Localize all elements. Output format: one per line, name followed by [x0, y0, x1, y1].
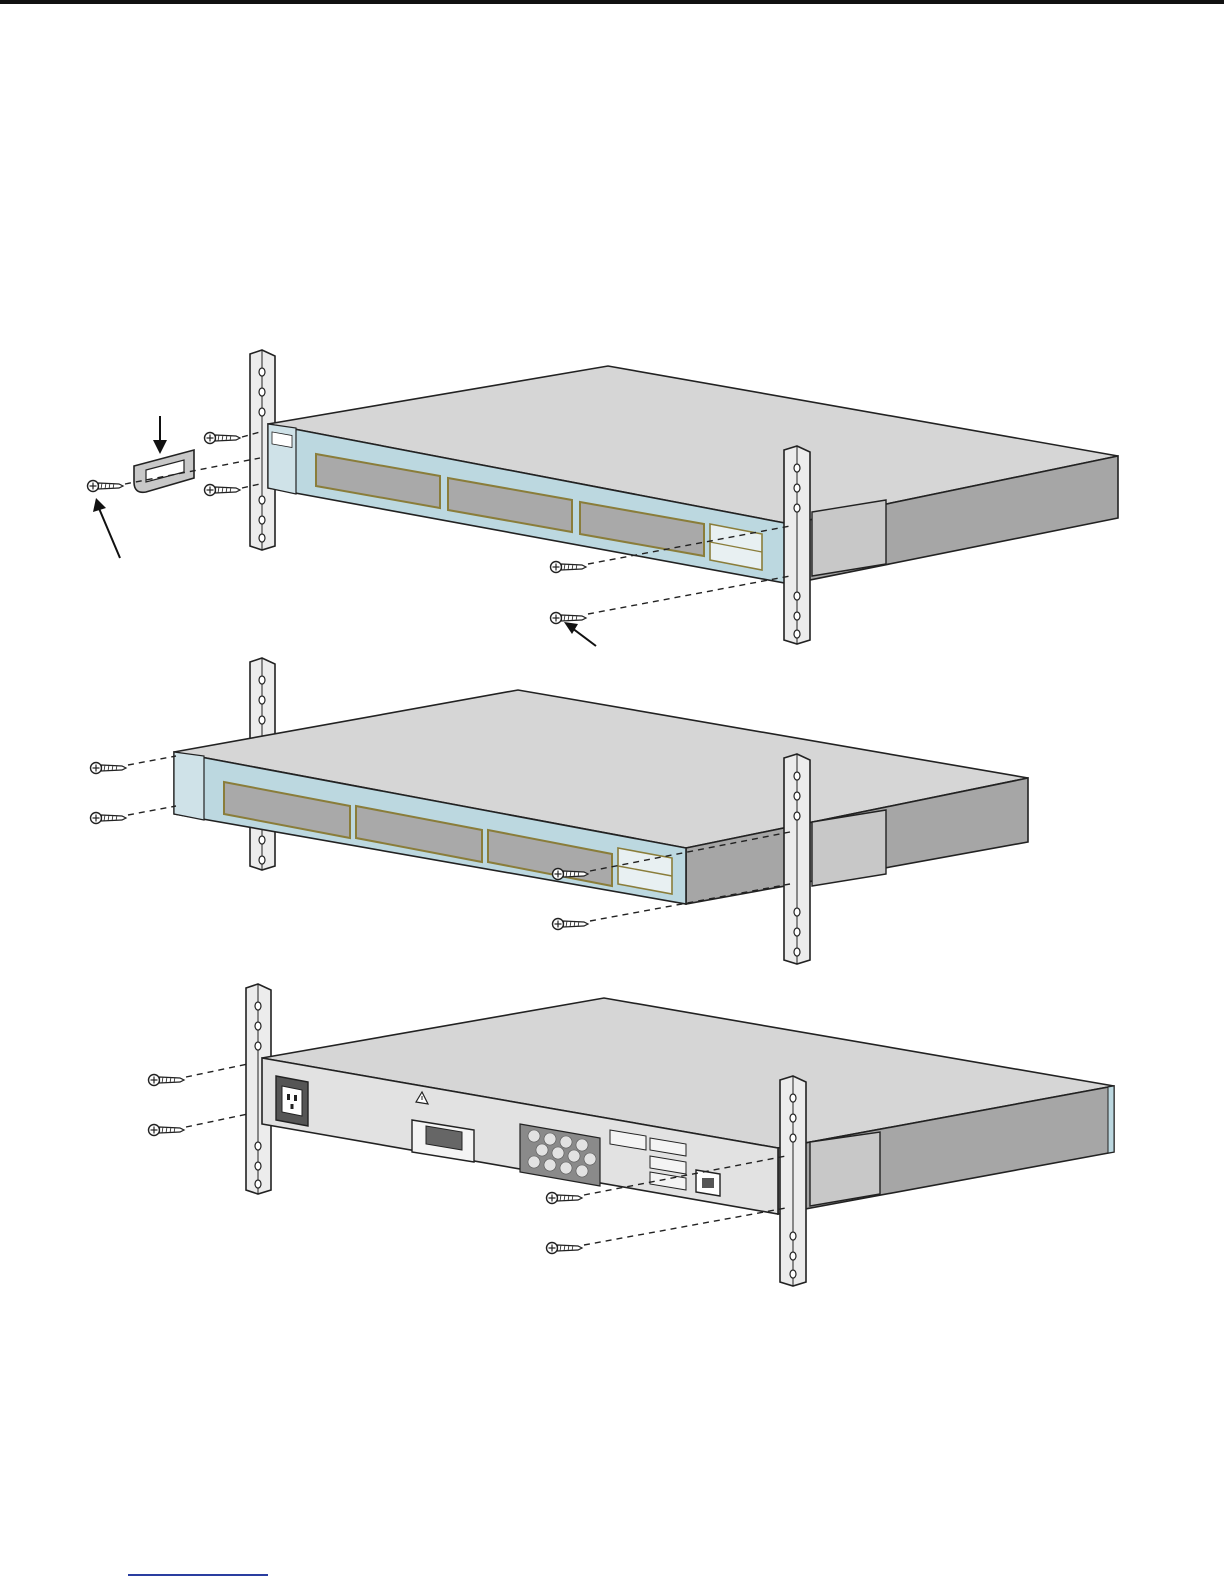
- right-rack-rail: [784, 754, 810, 964]
- step-1-assembly: [88, 350, 1119, 646]
- screw-icon: [551, 613, 587, 624]
- screw-icon: [149, 1125, 185, 1136]
- screw-icon: [88, 481, 124, 492]
- screw-icon: [91, 813, 127, 824]
- screw-icon: [91, 763, 127, 774]
- power-inlet-icon: [276, 1076, 308, 1126]
- screw-icon: [149, 1075, 185, 1086]
- step-3-assembly: [149, 984, 1115, 1286]
- switch-chassis-front: [174, 690, 1028, 904]
- screw-icon: [205, 433, 241, 444]
- step-2-assembly: [91, 658, 1029, 964]
- screw-icon: [553, 919, 589, 930]
- switch-chassis-front: [268, 366, 1118, 584]
- cable-guide-icon: [134, 450, 194, 492]
- screw-icon: [547, 1193, 583, 1204]
- screw-icon: [547, 1243, 583, 1254]
- switch-chassis-rear: [262, 998, 1114, 1214]
- screw-icon: [551, 562, 587, 573]
- screw-icon: [205, 485, 241, 496]
- right-rack-rail: [784, 446, 810, 644]
- right-rack-rail: [780, 1076, 806, 1286]
- footer-link-underline[interactable]: [128, 1574, 268, 1576]
